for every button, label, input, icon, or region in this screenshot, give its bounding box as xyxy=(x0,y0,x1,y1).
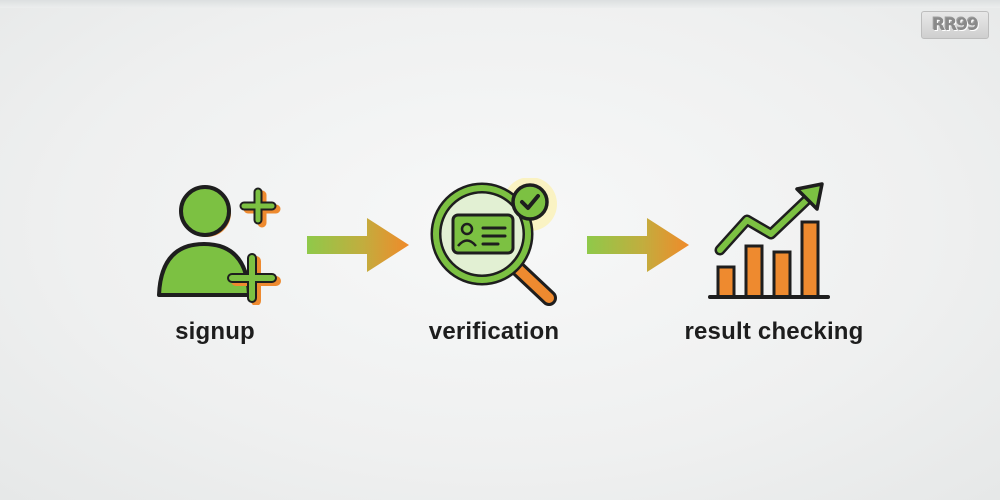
id-search-icon xyxy=(430,178,557,306)
growth-chart-icon xyxy=(708,182,830,299)
step-label-result-checking: result checking xyxy=(684,318,864,345)
brand-logo-text: RR99 xyxy=(932,15,979,35)
brand-logo: RR99 xyxy=(921,11,989,39)
top-strip xyxy=(0,0,1000,8)
step-label-verification: verification xyxy=(428,318,560,345)
arrow-right-icon xyxy=(307,218,409,272)
step-label-signup: signup xyxy=(175,318,255,345)
arrow-right-icon xyxy=(587,218,689,272)
add-user-icon xyxy=(157,185,281,305)
